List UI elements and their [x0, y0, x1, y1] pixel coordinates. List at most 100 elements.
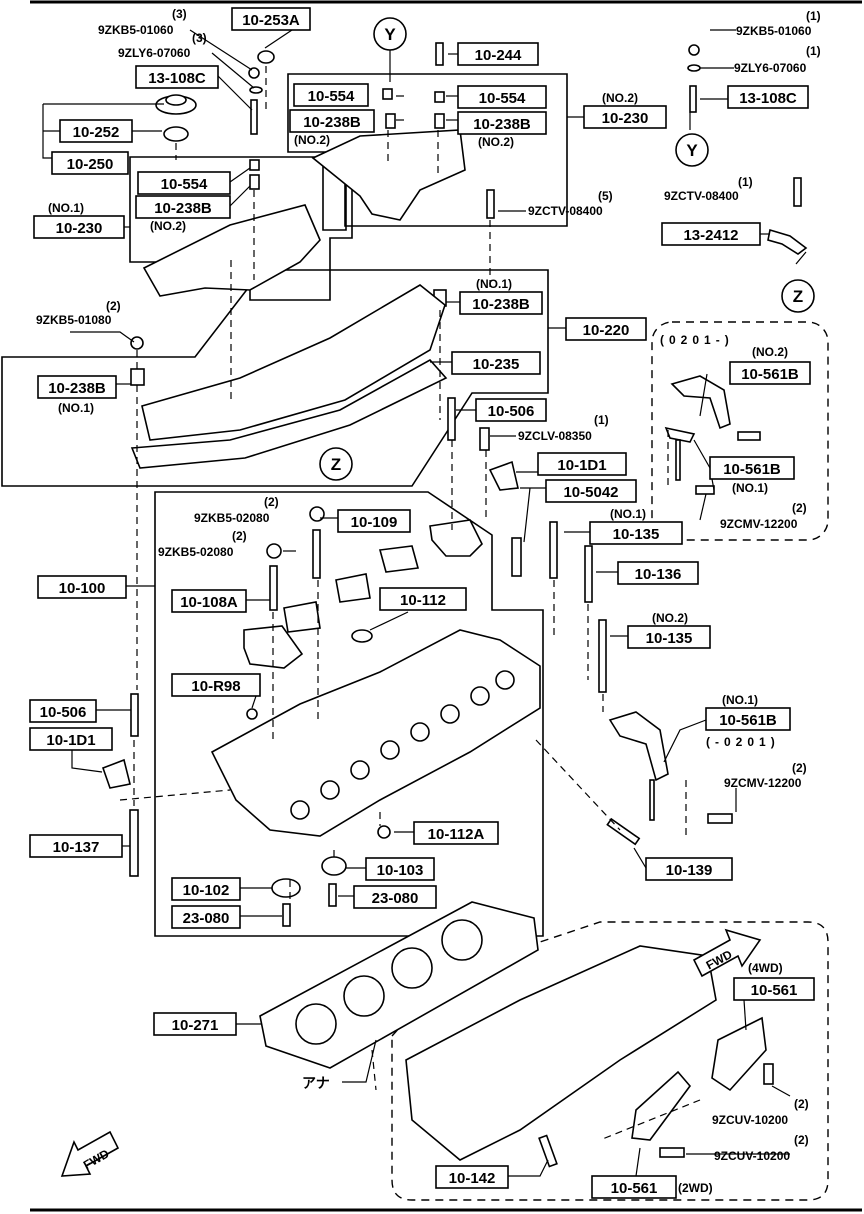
- part-box-13-108c-left[interactable]: 13-108C: [135, 65, 219, 89]
- part-box-10-1d1-left[interactable]: 10-1D1: [29, 727, 113, 751]
- part-box-10-235[interactable]: 10-235: [451, 351, 541, 375]
- qty-9zcmv-12200-top: (2): [792, 501, 807, 515]
- oil-filler-cap-top: [165, 94, 187, 106]
- part-box-10-252[interactable]: 10-252: [59, 119, 133, 143]
- part-box-10-103[interactable]: 10-103: [365, 857, 435, 881]
- code-9zctv-08400-right: 9ZCTV-08400: [664, 189, 739, 203]
- part-box-10-135-no1[interactable]: 10-135: [589, 521, 683, 545]
- note-2wd: (2WD): [678, 1181, 713, 1195]
- bushing-10-238b-c: [249, 174, 260, 190]
- part-box-10-230-left[interactable]: 10-230: [33, 215, 125, 239]
- part-box-10-102[interactable]: 10-102: [171, 877, 241, 901]
- part-box-10-230-right[interactable]: 10-230: [583, 105, 667, 129]
- part-box-10-561-2wd[interactable]: 10-561: [591, 1175, 677, 1199]
- leader-lines: [42, 17, 807, 1177]
- part-box-10-112[interactable]: 10-112: [379, 587, 467, 611]
- part-box-10-1d1-top[interactable]: 10-1D1: [537, 452, 627, 476]
- part-box-10-136[interactable]: 10-136: [617, 561, 699, 585]
- part-box-10-137[interactable]: 10-137: [29, 834, 123, 858]
- seal-10-102: [271, 878, 301, 898]
- part-box-10-142[interactable]: 10-142: [435, 1165, 509, 1189]
- svg-text:10-108A: 10-108A: [180, 594, 238, 611]
- nut-9zkb5-01060: [248, 67, 260, 79]
- svg-text:10-554: 10-554: [308, 88, 355, 105]
- part-box-10-238b-d[interactable]: 10-238B: [459, 291, 543, 315]
- bolt-9zcuv-10200-b: [659, 1147, 685, 1158]
- part-box-10-112a[interactable]: 10-112A: [413, 821, 499, 845]
- qty-9zctv-08400-mid: (5): [598, 189, 613, 203]
- part-box-10-250[interactable]: 10-250: [51, 151, 129, 175]
- part-box-13-2412[interactable]: 13-2412: [661, 222, 761, 246]
- svg-text:10-271: 10-271: [172, 1017, 219, 1034]
- qty-9zkb5-01060-right: (1): [806, 9, 821, 23]
- part-box-13-108c-right[interactable]: 13-108C: [727, 85, 809, 109]
- part-box-10-r98[interactable]: 10-R98: [171, 673, 261, 697]
- note-no1-561b: (NO.1): [732, 481, 768, 495]
- part-box-10-271[interactable]: 10-271: [153, 1012, 237, 1036]
- cylinder-head-cover: [141, 284, 446, 441]
- stud-10-139: [606, 817, 641, 846]
- pin-23-080: [328, 883, 337, 907]
- cam-cap-5: [243, 625, 304, 669]
- part-box-10-244[interactable]: 10-244: [457, 42, 539, 66]
- part-box-10-220[interactable]: 10-220: [565, 317, 647, 341]
- note-no2-238b-a: (NO.2): [294, 133, 330, 147]
- cylinder-head-alt: [405, 945, 717, 1161]
- part-box-10-506-top[interactable]: 10-506: [475, 398, 547, 422]
- part-box-10-135-no2[interactable]: 10-135: [627, 625, 711, 649]
- bracket-10-561-2wd: [631, 1070, 692, 1141]
- qty-9zkb5-01060-left: (3): [172, 7, 187, 21]
- bolt-9zclv-08350: [479, 427, 490, 451]
- part-box-10-108a[interactable]: 10-108A: [171, 589, 247, 613]
- part-box-10-238b-b[interactable]: 10-238B: [457, 111, 547, 135]
- svg-text:13-108C: 13-108C: [739, 90, 797, 107]
- bolt-9zcmv-12200: [695, 485, 715, 495]
- qty-9zcmv-12200-bottom: (2): [792, 761, 807, 775]
- stud-10-506: [447, 397, 456, 441]
- qty-9zkb5-02080-a: (2): [264, 495, 279, 509]
- bolt-10-244: [435, 42, 444, 66]
- head-cover-gasket: [130, 358, 448, 469]
- svg-text:10-561B: 10-561B: [723, 461, 781, 478]
- svg-text:10-252: 10-252: [73, 124, 120, 141]
- part-box-10-554-a[interactable]: 10-554: [293, 83, 369, 107]
- insulator-cover-no2: [311, 129, 466, 221]
- part-box-10-139[interactable]: 10-139: [645, 857, 733, 881]
- part-box-10-554-c[interactable]: 10-554: [137, 171, 231, 195]
- svg-text:10-109: 10-109: [351, 514, 398, 531]
- seal-10-103: [321, 856, 347, 876]
- frame-cylinder-head: [154, 491, 544, 937]
- nut-9zkb5-02080: [309, 506, 325, 522]
- part-box-10-238b-c[interactable]: 10-238B: [135, 195, 231, 219]
- part-box-10-253a[interactable]: 10-253A: [231, 7, 311, 31]
- part-box-23-080-right[interactable]: 23-080: [353, 885, 437, 909]
- head-bolt-10-135-no2: [598, 619, 607, 693]
- nut-9zkb5-02080-b: [266, 543, 282, 559]
- code-9zcuv-10200-b: 9ZCUV-10200: [714, 1149, 790, 1163]
- part-box-10-238b-a[interactable]: 10-238B: [289, 109, 375, 133]
- part-box-23-080-left[interactable]: 23-080: [171, 905, 241, 929]
- svg-text:10-238B: 10-238B: [473, 116, 531, 133]
- part-box-10-238b-e[interactable]: 10-238B: [37, 375, 117, 399]
- part-box-10-100[interactable]: 10-100: [37, 575, 127, 599]
- part-box-10-561b-no1[interactable]: 10-561B: [709, 456, 795, 480]
- stud-10-108a: [269, 565, 278, 611]
- bolt-9zctv-08400-b: [793, 177, 802, 207]
- part-box-10-561-4wd[interactable]: 10-561: [733, 977, 815, 1001]
- part-box-10-561b-no2[interactable]: 10-561B: [729, 361, 811, 385]
- svg-text:10-137: 10-137: [53, 839, 100, 856]
- head-bolt-10-135-no1: [549, 521, 558, 579]
- code-9zcmv-12200-top: 9ZCMV-12200: [720, 517, 798, 531]
- part-box-10-5042[interactable]: 10-5042: [545, 479, 637, 503]
- svg-text:10-238B: 10-238B: [472, 296, 530, 313]
- bushing-10-238b-b: [434, 113, 445, 129]
- stud-10-142: [538, 1134, 558, 1168]
- sensor-10-5042: [511, 537, 522, 577]
- part-box-10-109[interactable]: 10-109: [337, 509, 411, 533]
- frame-head-cover: [1, 269, 549, 487]
- part-box-10-506-left[interactable]: 10-506: [29, 699, 97, 723]
- code-9zkb5-01080: 9ZKB5-01080: [36, 313, 112, 327]
- part-box-10-561b-dated[interactable]: 10-561B: [705, 707, 791, 731]
- note-date-from: (0201-): [660, 333, 734, 347]
- part-box-10-554-b[interactable]: 10-554: [457, 85, 547, 109]
